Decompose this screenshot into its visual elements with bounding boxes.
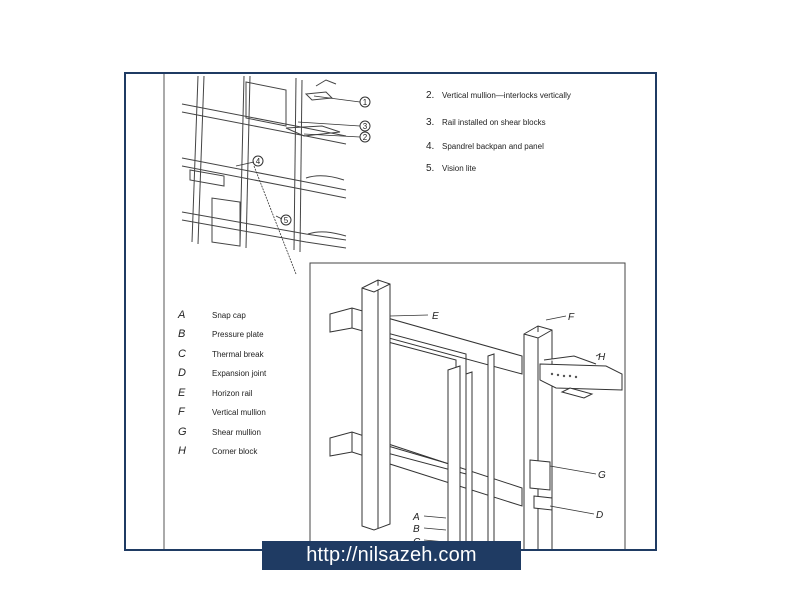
marker-2: 2 [363,133,368,142]
url-banner: http://nilsazeh.com [262,541,521,570]
corner-block-dots [550,372,578,379]
callout-num-3: 3. [426,117,434,128]
callout-text-3: Rail installed on shear blocks [442,118,546,127]
legend-key-g: G [178,426,187,438]
grid-sketch [181,75,347,253]
marker-1: 1 [363,98,368,107]
detail-label-g: G [598,470,606,481]
legend-key-c: C [178,348,186,360]
curtain-wall-diagram: 1 3 2 4 5 2. Vertical mullion—interlocks… [163,74,626,549]
legend-text-a: Snap cap [212,311,246,320]
legend-text-e: Horizon rail [212,389,253,398]
legend-text-f: Vertical mullion [212,408,266,417]
callout-num-5: 5. [426,163,434,174]
legend-key-d: D [178,367,186,379]
legend-text-b: Pressure plate [212,330,264,339]
detail-label-a: A [412,512,420,523]
callout-num-4: 4. [426,141,434,152]
top-callout-list: 2. Vertical mullion—interlocks verticall… [426,90,571,174]
legend-text-h: Corner block [212,447,258,456]
diagram-frame: 1 3 2 4 5 2. Vertical mullion—interlocks… [124,72,657,551]
legend: A Snap cap B Pressure plate C Thermal br… [177,309,267,457]
detail-label-e: E [432,311,439,322]
detail-drawing [329,279,623,549]
legend-text-d: Expansion joint [212,369,267,378]
legend-key-b: B [178,328,185,340]
legend-key-a: A [177,309,185,321]
callout-text-5: Vision lite [442,164,477,173]
callout-num-2: 2. [426,90,434,101]
detail-label-f: F [568,312,575,323]
detail-label-d: D [596,510,603,521]
detail-label-h: H [598,352,606,363]
legend-key-f: F [178,406,186,418]
marker-3: 3 [363,122,368,131]
legend-key-h: H [178,445,186,457]
detail-label-b: B [413,524,420,535]
legend-key-e: E [178,387,186,399]
marker-leaders [235,95,361,275]
legend-text-c: Thermal break [212,350,265,359]
marker-5: 5 [284,216,289,225]
callout-text-2: Vertical mullion—interlocks vertically [442,91,571,100]
circle-markers: 1 3 2 4 5 [252,96,371,226]
callout-text-4: Spandrel backpan and panel [442,142,544,151]
legend-text-g: Shear mullion [212,428,261,437]
marker-4: 4 [256,157,261,166]
